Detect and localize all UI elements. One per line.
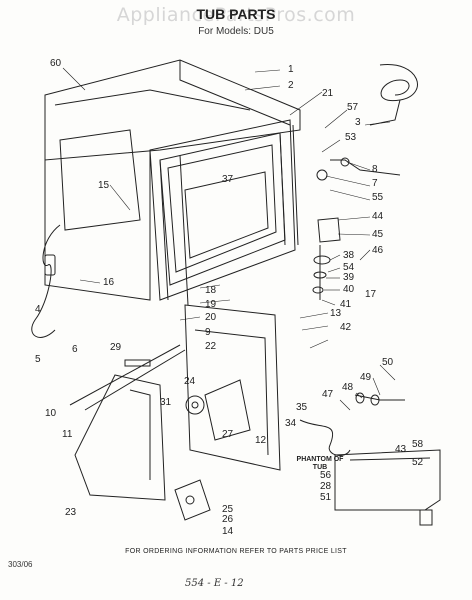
callout-54: 54 (343, 262, 355, 273)
callout-42: 42 (340, 322, 352, 333)
callout-1: 1 (288, 64, 294, 75)
callout-27: 27 (222, 429, 234, 440)
callout-52: 52 (412, 457, 424, 468)
drain-hose (31, 224, 61, 338)
bracket (74, 374, 166, 501)
callout-24: 24 (184, 376, 196, 387)
callout-17: 17 (365, 289, 377, 300)
callout-12: 12 (255, 435, 267, 446)
callout-58: 58 (412, 439, 424, 450)
callout-45: 45 (372, 229, 384, 240)
fill-hose-coil (379, 64, 418, 102)
callout-10: 10 (45, 408, 57, 419)
callouts: 60 1 2 21 57 3 53 8 7 55 37 15 44 45 46 … (35, 58, 424, 537)
callout-41: 41 (340, 299, 352, 310)
watermark: AppliancePartsPros.com (116, 4, 356, 26)
callout-16: 16 (103, 277, 115, 288)
callout-2: 2 (288, 80, 294, 91)
callout-55: 55 (372, 192, 384, 203)
callout-3: 3 (355, 117, 361, 128)
side-panel (184, 304, 281, 471)
callout-53: 53 (345, 132, 357, 143)
callout-20: 20 (205, 312, 217, 323)
callout-34: 34 (285, 418, 297, 429)
model-subtitle: For Models: DU5 (198, 26, 274, 37)
callout-39: 39 (343, 272, 355, 283)
callout-47: 47 (322, 389, 334, 400)
callout-44: 44 (372, 211, 384, 222)
callout-19: 19 (205, 299, 217, 310)
callout-57: 57 (347, 102, 359, 113)
callout-21: 21 (322, 88, 334, 99)
callout-46: 46 (372, 245, 384, 256)
callout-37: 37 (222, 174, 234, 185)
callout-22: 22 (205, 341, 217, 352)
callout-11: 11 (62, 429, 73, 440)
callout-26: 26 (222, 514, 234, 525)
phantom-of-tub-label: PHANTOM OF TUB (296, 456, 344, 471)
base-rail (334, 449, 441, 511)
callout-50: 50 (382, 357, 394, 368)
callout-18: 18 (205, 285, 217, 296)
float-assembly (317, 217, 341, 243)
ordering-note: FOR ORDERING INFORMATION REFER TO PARTS … (125, 548, 347, 555)
handwritten-page-note: 554 - E - 12 (185, 578, 244, 589)
callout-4: 4 (35, 304, 41, 315)
callout-5: 5 (35, 354, 41, 365)
callout-28: 28 (320, 481, 332, 492)
callout-25: 25 (222, 504, 234, 515)
callout-15: 15 (98, 180, 110, 191)
document-code: 303/06 (8, 560, 33, 569)
callout-9: 9 (205, 327, 211, 338)
callout-48: 48 (342, 382, 354, 393)
callout-43: 43 (395, 444, 407, 455)
callout-40: 40 (343, 284, 355, 295)
callout-60: 60 (50, 58, 62, 69)
callout-35: 35 (296, 402, 308, 413)
diagram-title: TUB PARTS (196, 6, 276, 22)
callout-8: 8 (372, 164, 378, 175)
callout-49: 49 (360, 372, 372, 383)
callout-56: 56 (320, 470, 332, 481)
callout-14: 14 (222, 526, 234, 537)
callout-13: 13 (330, 308, 342, 319)
callout-51: 51 (320, 492, 332, 503)
tub-frame (149, 119, 296, 301)
callout-31: 31 (160, 397, 172, 408)
callout-38: 38 (343, 250, 355, 261)
callout-6: 6 (72, 344, 78, 355)
callout-7: 7 (372, 178, 378, 189)
callout-23: 23 (65, 507, 77, 518)
callout-29: 29 (110, 342, 122, 353)
